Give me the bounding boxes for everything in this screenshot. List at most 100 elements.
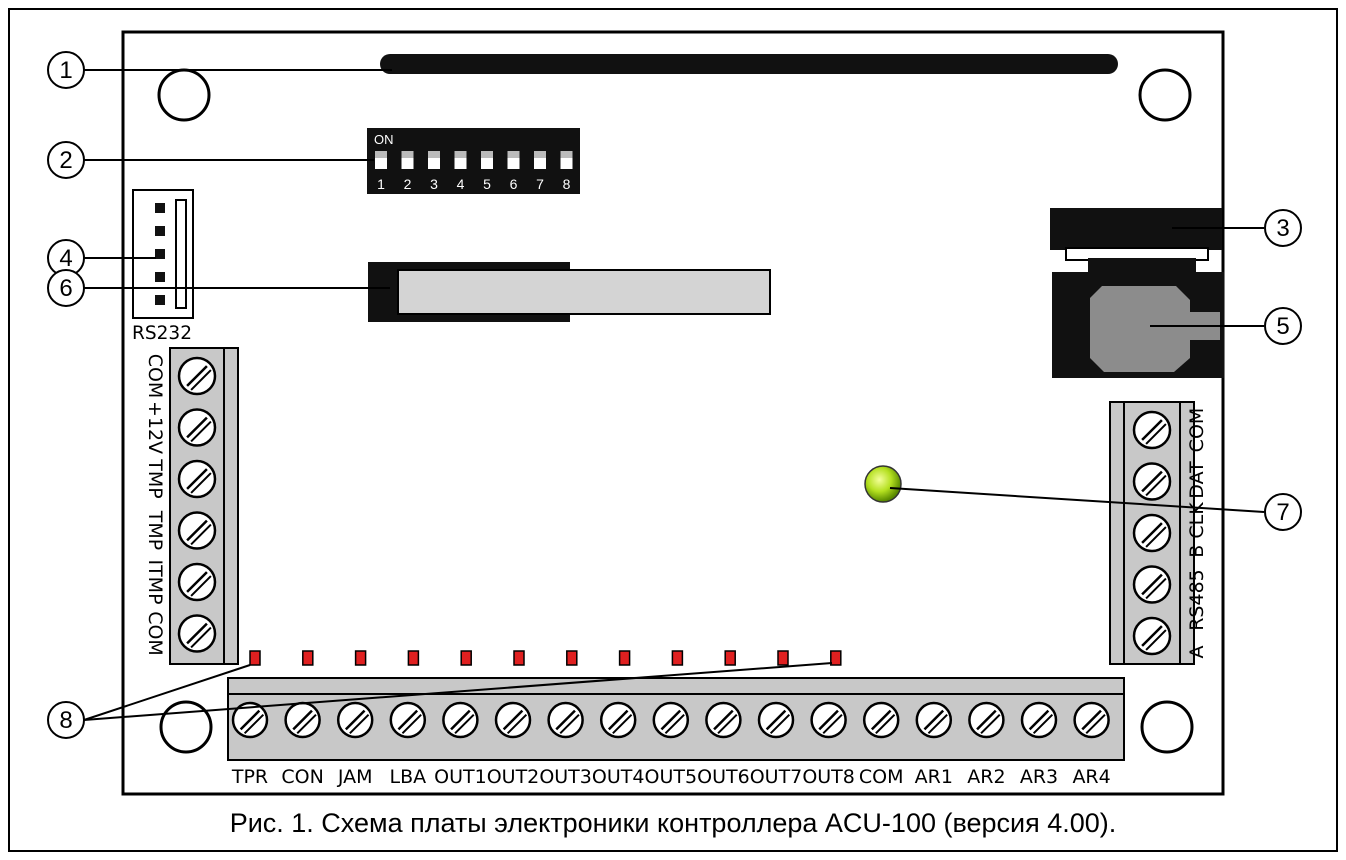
- mounting-hole-top-right: [1138, 68, 1192, 122]
- dip-number: 2: [404, 176, 412, 192]
- left-terminal-label: COM: [144, 611, 166, 656]
- bottom-terminal-screw: [389, 701, 427, 739]
- output-led-red: [830, 650, 842, 666]
- dip-number: 1: [377, 176, 385, 192]
- callout-1: 1: [47, 51, 85, 89]
- left-terminal-screw: [177, 408, 217, 447]
- left-terminal-screw: [177, 614, 217, 653]
- rs232-label: RS232: [132, 322, 192, 344]
- bottom-terminal-label: OUT7: [750, 766, 803, 788]
- output-led-red: [671, 650, 684, 666]
- right-terminal-label: RS485: [1186, 569, 1208, 631]
- dip-number: 7: [536, 176, 544, 192]
- right-terminal-label: DAT: [1186, 461, 1208, 499]
- callout-number: 2: [59, 147, 72, 174]
- left-terminal-label: COM: [144, 354, 166, 399]
- callout-8: 8: [47, 701, 85, 739]
- mounting-hole-bottom-left: [159, 700, 213, 754]
- left-terminal-label: ITMP: [144, 559, 166, 604]
- top-right-connector: [1050, 208, 1222, 261]
- left-terminal-screw: [177, 562, 217, 602]
- bottom-terminal-screw: [231, 701, 269, 739]
- callout-7: 7: [1264, 493, 1302, 531]
- dip-number: 3: [430, 176, 438, 192]
- left-terminal-screw: [177, 356, 217, 396]
- bottom-terminal-screw: [810, 701, 847, 739]
- figure-caption: Рис. 1. Схема платы электроники контролл…: [230, 808, 1117, 838]
- dip-number: 8: [563, 176, 571, 192]
- dip-on-label: ON: [374, 132, 394, 147]
- dip-switch: ON 1 2 3 4 5 6 7 8: [367, 128, 580, 194]
- bottom-terminal-label: TPR: [231, 766, 268, 788]
- left-terminal-screw: [177, 511, 217, 550]
- bottom-terminal-label: LBA: [389, 766, 426, 788]
- bottom-terminal-screw: [915, 701, 953, 739]
- right-terminal-screw: [1132, 616, 1172, 656]
- bottom-terminal-label: CON: [281, 766, 323, 788]
- callout-number: 5: [1276, 313, 1289, 340]
- callout-number: 8: [59, 707, 72, 734]
- callout-number: 7: [1276, 499, 1289, 526]
- bottom-terminal-label: JAM: [337, 766, 373, 788]
- rs232-connector: [132, 189, 194, 319]
- bottom-terminal-screw: [1020, 701, 1058, 739]
- bottom-terminal-screw: [1073, 701, 1110, 739]
- output-led-red: [513, 650, 525, 666]
- module-block: [368, 262, 771, 322]
- bottom-terminal-screw: [705, 701, 742, 739]
- bottom-terminal-label: AR1: [915, 766, 953, 788]
- right-terminal-block: [1109, 401, 1195, 665]
- bottom-terminal-screw: [599, 701, 637, 739]
- callout-number: 4: [59, 245, 72, 272]
- leader-lines: [83, 69, 1265, 721]
- output-led-red: [618, 650, 631, 666]
- dip-number: 4: [457, 176, 465, 192]
- output-led-red: [302, 650, 314, 666]
- right-terminal-label: COM: [1186, 408, 1208, 453]
- bottom-terminal-label: COM: [859, 766, 904, 788]
- rj-connector: [1052, 258, 1224, 378]
- right-terminal-screw: [1132, 565, 1172, 604]
- bottom-terminal-screw: [968, 701, 1005, 739]
- callout-5: 5: [1264, 307, 1302, 345]
- callouts: 1 2 3 4 5 6 7 8: [47, 51, 1302, 739]
- bottom-terminal-screw: [442, 701, 479, 739]
- bottom-terminal-label: OUT8: [802, 766, 855, 788]
- status-led-green: [864, 465, 902, 503]
- bottom-terminal-label: OUT6: [697, 766, 750, 788]
- dip-number: 5: [483, 176, 491, 192]
- mounting-hole-top-left: [157, 68, 211, 122]
- left-terminal-label: TMP: [144, 510, 166, 550]
- output-led-red: [777, 650, 789, 666]
- callout-4: 4: [47, 239, 85, 277]
- right-terminal-screw: [1132, 410, 1172, 450]
- bottom-terminal-label: OUT5: [645, 766, 698, 788]
- left-terminal-label: +12V: [144, 401, 166, 454]
- dip-number: 6: [510, 176, 518, 192]
- left-terminal-screw: [177, 459, 217, 499]
- left-terminal-label: TMP: [144, 458, 166, 498]
- bottom-terminal-label: OUT3: [539, 766, 592, 788]
- right-terminal-screw: [1132, 462, 1172, 501]
- callout-number: 6: [59, 275, 72, 302]
- bottom-terminal-label: OUT2: [487, 766, 540, 788]
- bottom-terminal-screw: [336, 701, 374, 739]
- output-leds: [249, 650, 842, 666]
- antenna-bar: [380, 54, 1118, 74]
- bottom-terminal-screw: [547, 701, 584, 739]
- output-led-red: [724, 650, 736, 666]
- right-terminal-label: A: [1186, 646, 1208, 659]
- bottom-terminal-screw: [862, 701, 900, 739]
- output-led-red: [354, 650, 367, 666]
- output-led-red: [249, 650, 261, 666]
- left-terminal-block: [169, 347, 239, 665]
- bottom-terminal-label: OUT4: [592, 766, 645, 788]
- bottom-terminal-label: AR3: [1020, 766, 1058, 788]
- right-terminal-screw: [1132, 513, 1172, 553]
- output-led-red: [460, 650, 472, 666]
- callout-number: 3: [1276, 215, 1289, 242]
